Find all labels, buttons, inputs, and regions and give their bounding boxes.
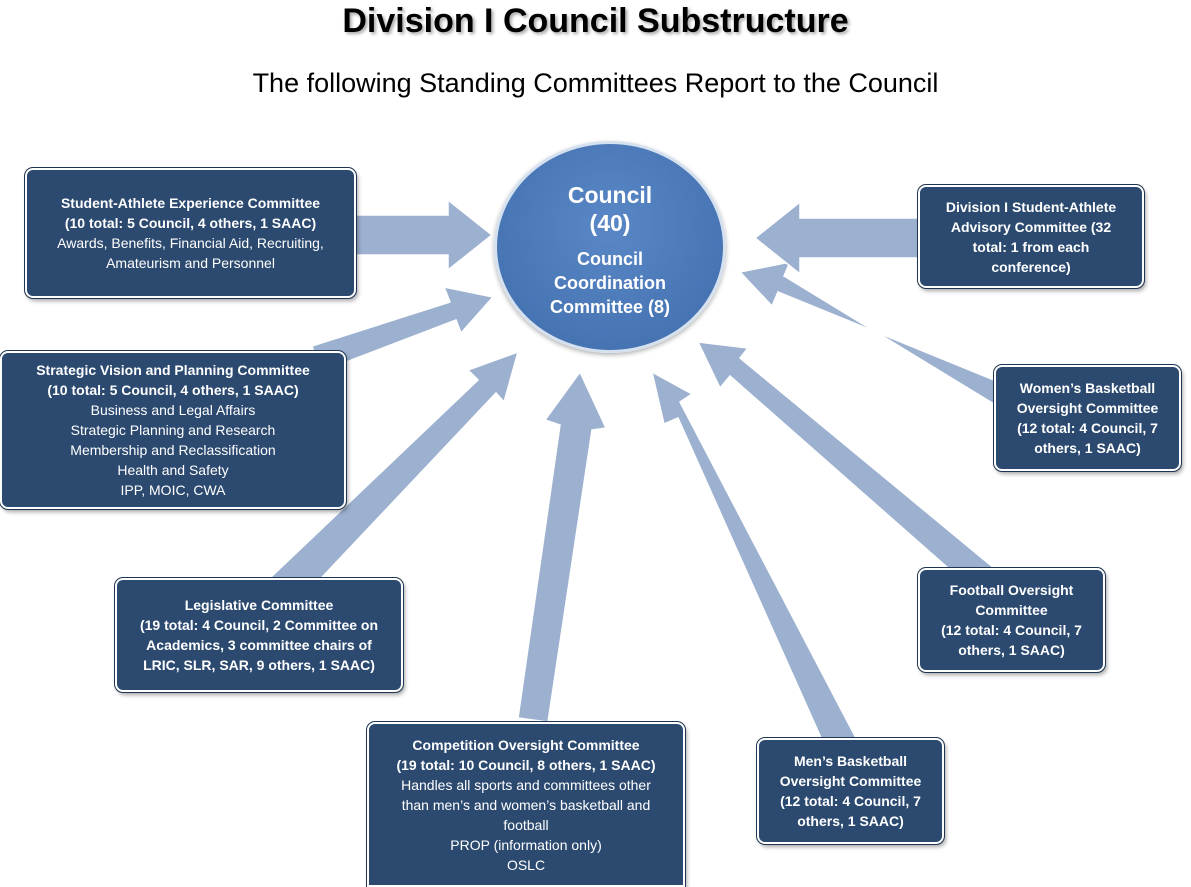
mbb-line-1: Men’s Basketball [793, 753, 908, 769]
arrow-mbb [650, 370, 858, 741]
comp-line-7: OSLC [506, 856, 546, 873]
leg-line-3: Academics, 3 committee chairs of [146, 637, 372, 653]
svp-line-2: (10 total: 5 Council, 4 others, 1 SAAC) [47, 382, 299, 398]
svp-line-6: Health and Safety [117, 462, 229, 478]
leg-line-2: (19 total: 4 Council, 2 Committee on [139, 617, 379, 633]
arrow-comp [517, 370, 608, 723]
comp-line-1: Competition Oversight Committee [412, 736, 640, 753]
diagram-subtitle: The following Standing Committees Report… [252, 68, 939, 98]
council-count: (40) [589, 210, 631, 236]
council-coordination-committee: Council Coordination Committee (8) [550, 247, 670, 319]
ccc-line-3: Committee (8) [549, 297, 670, 317]
comp-line-4: than men’s and women’s basketball and [401, 796, 651, 813]
comp-line-6: PROP (information only) [450, 836, 602, 853]
wbb-line-4: others, 1 SAAC) [1034, 440, 1141, 456]
sae-line-1: Student-Athlete Experience Committee [60, 195, 321, 211]
fb-line-3: (12 total: 4 Council, 7 [941, 622, 1082, 638]
sae-line-2: (10 total: 5 Council, 4 others, 1 SAAC) [64, 215, 317, 231]
council-name: Council [567, 182, 653, 208]
arrow-saac [753, 200, 919, 276]
sae-line-3: Awards, Benefits, Financial Aid, Recruit… [57, 235, 324, 251]
svp-line-4: Strategic Planning and Research [70, 422, 276, 438]
diagram-title: Division I Council Substructure [342, 2, 849, 40]
box-student-athlete-experience: Student-Athlete Experience Committee (10… [24, 167, 357, 299]
arrow-wbb [738, 260, 995, 406]
comp-line-5: football [503, 816, 549, 833]
box-strategic-vision: Strategic Vision and Planning Committee … [0, 350, 347, 510]
leg-line-1: Legislative Committee [184, 597, 334, 613]
fb-line-4: others, 1 SAAC) [958, 642, 1065, 658]
wbb-line-1: Women’s Basketball [1019, 380, 1156, 396]
svp-line-1: Strategic Vision and Planning Committee [36, 362, 310, 378]
box-competition-oversight: Competition Oversight Committee (19 tota… [366, 721, 686, 887]
leg-line-4: LRIC, SLR, SAR, 9 others, 1 SAAC) [143, 657, 375, 673]
comp-line-2: (19 total: 10 Council, 8 others, 1 SAAC) [396, 756, 656, 773]
box-mens-basketball: Men’s Basketball Oversight Committee (12… [756, 737, 945, 845]
wbb-line-2: Oversight Committee [1016, 400, 1159, 416]
svp-line-3: Business and Legal Affairs [90, 402, 256, 418]
arrow-leg [268, 350, 520, 591]
svp-line-5: Membership and Reclassification [70, 442, 276, 458]
box-football-oversight: Football Oversight Committee (12 total: … [917, 567, 1106, 673]
saac-line-1: Division I Student-Athlete [945, 198, 1117, 215]
council-circle: Council (40) Council Coordination Commit… [494, 141, 726, 353]
fb-line-2: Committee [975, 602, 1048, 618]
ccc-line-2: Coordination [554, 273, 666, 293]
arrow-fb [696, 341, 997, 569]
fb-line-1: Football Oversight [949, 582, 1074, 598]
wbb-line-3: (12 total: 4 Council, 7 [1017, 420, 1158, 436]
mbb-line-3: (12 total: 4 Council, 7 [780, 793, 921, 809]
saac-line-2: Advisory Committee (32 [950, 218, 1112, 235]
saac-line-4: conference) [991, 258, 1071, 275]
box-legislative: Legislative Committee (19 total: 4 Counc… [114, 577, 404, 693]
mbb-line-4: others, 1 SAAC) [797, 813, 904, 829]
svp-line-7: IPP, MOIC, CWA [120, 482, 226, 498]
arrow-sae [355, 198, 494, 272]
comp-line-3: Handles all sports and committees other [401, 776, 651, 793]
mbb-line-2: Oversight Committee [779, 773, 922, 789]
box-saac: Division I Student-Athlete Advisory Comm… [917, 184, 1145, 289]
ccc-line-1: Council [576, 249, 643, 269]
sae-line-4: Amateurism and Personnel [106, 255, 275, 271]
box-womens-basketball: Women’s Basketball Oversight Committee (… [993, 364, 1182, 472]
saac-line-3: total: 1 from each [972, 238, 1090, 255]
